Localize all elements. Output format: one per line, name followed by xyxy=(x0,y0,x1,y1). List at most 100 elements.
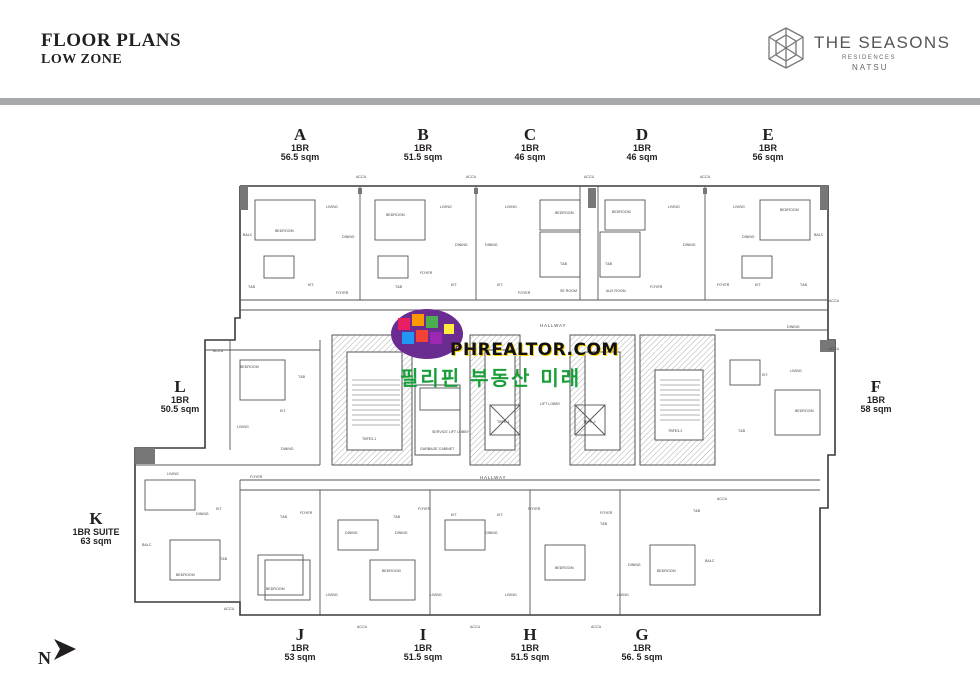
kit-f-label: KIT. xyxy=(762,373,768,377)
kit-c-label: KIT. xyxy=(497,283,503,287)
dining-c-label: DINING xyxy=(485,243,498,247)
bedroom-f-label: BEDROOM xyxy=(795,409,814,413)
unit-label-i: I 1BR 51.5 sqm xyxy=(403,625,443,663)
dining-f-label: DINING xyxy=(787,325,800,329)
tb-l-label: T&B xyxy=(298,375,306,379)
unit-label-b: B 1BR 51.5 sqm xyxy=(403,125,443,163)
brand-natsu: NATSU xyxy=(852,63,889,72)
dining-k-label: DINING xyxy=(196,512,209,516)
room-labels: HALLWAY HALLWAY LIFT LOBBY SERVICE LIFT … xyxy=(142,175,840,629)
tb-g-label: T&B xyxy=(693,509,701,513)
brand-name: THE SEASONS xyxy=(814,33,951,52)
kit-i-label: KIT. xyxy=(451,513,457,517)
service-lift-lobby-label: SERVICE LIFT LOBBY xyxy=(432,430,470,434)
foyer-k-label: FOYER xyxy=(250,475,263,479)
tbpe-1-label: TBPE-1 xyxy=(497,420,510,424)
accu-g-label: ACCU xyxy=(717,497,728,501)
balc-e-label: BALC xyxy=(814,233,824,237)
unit-label-a: A 1BR 56.5 sqm xyxy=(280,125,320,163)
unit-label-h: H 1BR 51.5 sqm xyxy=(510,625,550,663)
tb-k-label: T&B xyxy=(220,557,228,561)
tbfe-1-label: TBFE3-1 xyxy=(362,437,376,441)
unit-label-d: D 1BR 46 sqm xyxy=(626,125,658,163)
foyer-a-label: FOYER xyxy=(336,291,349,295)
left-units xyxy=(135,340,321,602)
page-subtitle: LOW ZONE xyxy=(41,52,123,67)
unit-label-c: C 1BR 46 sqm xyxy=(514,125,546,163)
bedroom-d-label: BEDROOM xyxy=(612,210,631,214)
page-title: FLOOR PLANS xyxy=(41,30,182,51)
accu-e-label: ACCU xyxy=(829,299,840,303)
unit-label-e: E 1BR 56 sqm xyxy=(752,125,784,163)
tbfe-2-label: TBFE3-2 xyxy=(668,429,682,433)
tb-e-label: T&B xyxy=(800,283,808,287)
core xyxy=(331,334,716,466)
bedroom-g-label: BEDROOM xyxy=(657,569,676,573)
columns xyxy=(135,186,835,464)
unit-label-l: L 1BR 50.5 sqm xyxy=(160,377,200,415)
foyer-h-label: FOYER xyxy=(528,507,541,511)
living-j-label: LIVING xyxy=(326,593,338,597)
accu-c-label: ACCU xyxy=(584,175,595,179)
kit-a-label: KIT. xyxy=(308,283,314,287)
accu-i-label: ACCU xyxy=(470,625,481,629)
living-i-label: LIVING xyxy=(430,593,442,597)
unit-label-j: J 1BR 53 sqm xyxy=(284,625,316,663)
hallway-top-label: HALLWAY xyxy=(540,323,566,328)
foyer-c-label: FOYER xyxy=(518,291,531,295)
north-label: N xyxy=(38,648,51,668)
watermark-url: PHREALTOR.COM xyxy=(450,340,619,360)
brand-logo-block: THE SEASONS RESIDENCES NATSU xyxy=(766,26,949,74)
kit-l-label: KIT. xyxy=(280,409,286,413)
north-indicator: N xyxy=(38,636,78,670)
dining-j-label: DINING xyxy=(345,531,358,535)
dining-d-label: DINING xyxy=(683,243,696,247)
balc-k-label: BALC xyxy=(142,543,152,547)
dining-g-label: DINING xyxy=(628,563,641,567)
bedroom-i-label: BEDROOM xyxy=(382,569,401,573)
balc-a-label: BALC xyxy=(243,233,253,237)
living-a-label: LIVING xyxy=(326,205,338,209)
accu-k-label: ACCU xyxy=(224,607,235,611)
tbpe-2-label: TBPE-2 xyxy=(583,420,596,424)
stairs xyxy=(352,379,700,426)
foyer-e-label: FOYER xyxy=(717,283,730,287)
hallway-bottom-label: HALLWAY xyxy=(480,475,506,480)
accu-j-label: ACCU xyxy=(357,625,368,629)
kit-h-label: KIT. xyxy=(497,513,503,517)
bedroom-b-label: BEDROOM xyxy=(386,213,405,217)
accu-l-label: ACCU xyxy=(213,349,224,353)
accu-h-label: ACCU xyxy=(591,625,602,629)
bedroom-k-label: BEDROOM xyxy=(176,573,195,577)
kit-b-label: KIT. xyxy=(451,283,457,287)
accu-f-label: ACCU xyxy=(829,347,840,351)
bedroom-c-label: BEDROOM xyxy=(555,211,574,215)
tb-f-label: T&B xyxy=(738,429,746,433)
tb-j-label: T&B xyxy=(280,515,288,519)
living-f-label: LIVING xyxy=(790,369,802,373)
living-e-label: LIVING xyxy=(733,205,745,209)
watermark-logo-icon xyxy=(391,309,463,359)
brand-residences: RESIDENCES xyxy=(842,55,897,61)
unit-label-g: G 1BR 56. 5 sqm xyxy=(621,625,663,663)
living-k-label: LIVING xyxy=(167,472,179,476)
living-h-label: LIVING xyxy=(505,593,517,597)
bedroom-h-label: BEDROOM xyxy=(555,566,574,570)
living-d-label: LIVING xyxy=(668,205,680,209)
tb-i-label: T&B xyxy=(393,515,401,519)
tb-d-label: T&B xyxy=(605,262,613,266)
foyer-g-label: FOYER xyxy=(600,511,613,515)
balc-g-label: BALC xyxy=(705,559,715,563)
unit-label-k: K 1BR SUITE 63 sqm xyxy=(72,509,120,547)
north-arrow-icon xyxy=(54,639,76,660)
dining-i-label: DINING xyxy=(395,531,408,535)
right-unit-f xyxy=(714,329,828,455)
garbage-cabinet-label: GARBAGE CABINET xyxy=(420,447,455,451)
kit-e-label: KIT. xyxy=(755,283,761,287)
header-divider xyxy=(0,98,980,105)
tb-h-label: T&B xyxy=(600,522,608,526)
dining-h-label: DINING xyxy=(485,531,498,535)
dining-a-label: DINING xyxy=(342,235,355,239)
bedroom-e-label: BEDROOM xyxy=(780,208,799,212)
accu-a-label: ACCU xyxy=(356,175,367,179)
